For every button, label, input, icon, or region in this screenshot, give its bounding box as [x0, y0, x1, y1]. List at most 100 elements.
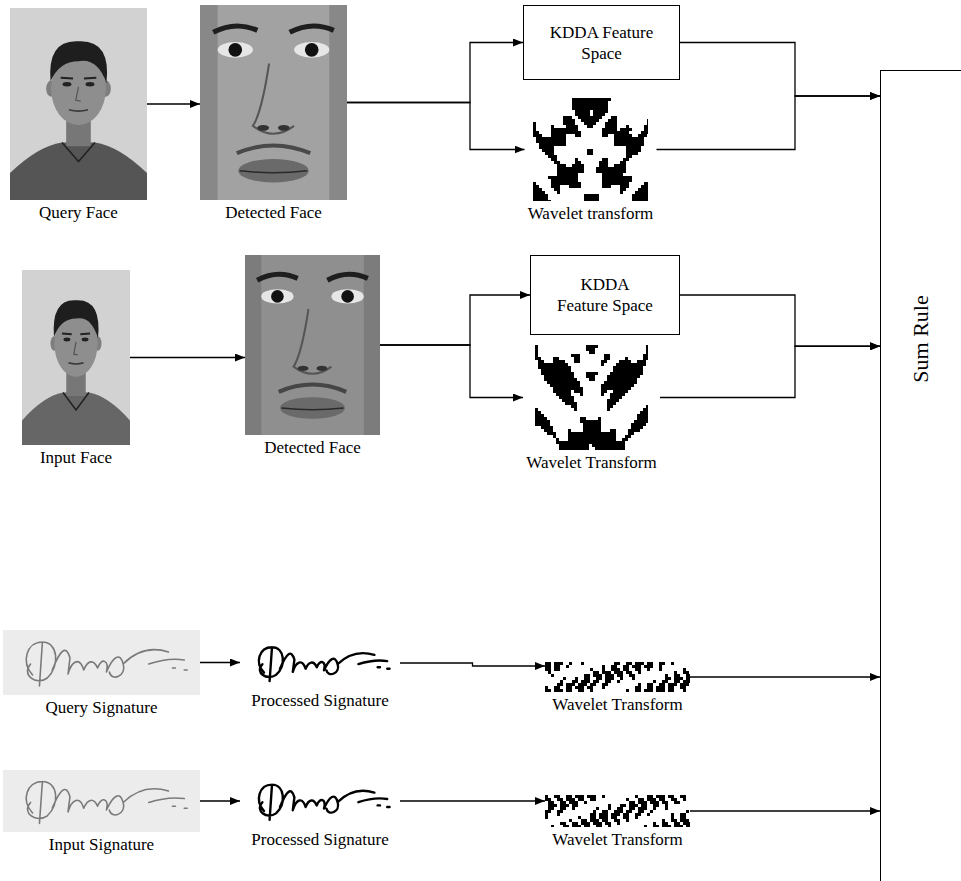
wavelet-pixel	[607, 402, 610, 405]
wavelet-pixel	[560, 680, 563, 683]
wavelet-pixel	[614, 662, 617, 665]
wavelet-pixel	[650, 665, 653, 668]
wavelet-pixel	[556, 441, 559, 444]
wavelet-pixel	[557, 179, 560, 182]
wavelet-pixel	[578, 182, 581, 185]
wavelet-pixel	[620, 188, 623, 191]
wavelet-pixel	[610, 387, 613, 390]
wavelet-pixel	[560, 662, 563, 665]
wavelet-pixel	[557, 665, 560, 668]
wavelet-pixel	[671, 662, 674, 665]
wavelet-pixel	[626, 176, 629, 179]
wavelet-pixel	[572, 822, 575, 825]
wavelet-pixel	[575, 185, 578, 188]
connector-arrow	[690, 810, 880, 811]
wavelet-pixel	[629, 137, 632, 140]
wavelet-pixel	[563, 825, 566, 827]
wavelet-pixel	[611, 668, 614, 671]
wavelet-pixel	[620, 143, 623, 146]
connector-arrow	[147, 103, 200, 104]
wavelet-pixel	[590, 197, 593, 200]
wavelet-pixel	[620, 804, 623, 807]
wavelet-pixel	[574, 447, 577, 450]
wavelet-pixel	[595, 435, 598, 438]
wavelet-pixel	[665, 804, 668, 807]
wavelet-pixel	[605, 134, 608, 137]
art-group	[535, 345, 648, 450]
wavelet-pixel	[620, 191, 623, 194]
wavelet-pixel	[550, 381, 553, 384]
wavelet-pixel	[581, 164, 584, 167]
wavelet-pixel	[662, 801, 665, 804]
wavelet-pixel	[629, 134, 632, 137]
wavelet-pixel	[626, 671, 629, 674]
wavelet-pixel	[554, 161, 557, 164]
wavelet-pixel	[581, 689, 584, 692]
wavelet-pixel	[548, 176, 551, 179]
wavelet-pixel	[635, 668, 638, 671]
shirt	[10, 142, 147, 200]
signature-scan-art	[3, 630, 200, 695]
wavelet-pixel	[580, 447, 583, 450]
wavelet-pixel	[568, 375, 571, 378]
wavelet-pixel	[647, 662, 650, 665]
wavelet-pixel	[545, 200, 548, 201]
wavelet-pixel	[569, 683, 572, 686]
wavelet-pixel	[565, 396, 568, 399]
wavelet-pixel	[580, 438, 583, 441]
wavelet-pixel	[535, 417, 538, 420]
wavelet-pixel	[622, 441, 625, 444]
wavelet-pixel	[620, 185, 623, 188]
wavelet-pixel	[601, 360, 604, 363]
wavelet-pixel	[560, 798, 563, 801]
wavelet-pixel	[575, 131, 578, 134]
wavelet-pixel	[610, 372, 613, 375]
wavelet-pixel	[619, 441, 622, 444]
wavelet-pixel	[571, 405, 574, 408]
wavelet-pixel	[607, 408, 610, 411]
wavelet-pixel	[647, 119, 648, 122]
connector-arrow	[200, 800, 240, 801]
wavelet-pixel	[577, 357, 580, 360]
wavelet-pixel	[644, 200, 647, 201]
wavelet-pixel	[575, 104, 578, 107]
wavelet-pixel	[626, 149, 629, 152]
wavelet-pixel	[563, 170, 566, 173]
wavelet-pixel	[596, 677, 599, 680]
wavelet-pixel	[535, 354, 538, 357]
wavelet-pixel	[550, 366, 553, 369]
wavelet-pixel	[578, 116, 581, 119]
wavelet-pixel	[535, 357, 538, 360]
wavelet-pixel	[559, 390, 562, 393]
wavelet-pixel	[619, 384, 622, 387]
wavelet-pixel	[659, 662, 662, 665]
wavelet-pixel	[536, 137, 539, 140]
wavelet-pixel	[577, 441, 580, 444]
wavelet-pixel	[638, 798, 641, 801]
processed-signature: Processed Signature	[240, 638, 400, 711]
wavelet-pixel	[557, 810, 560, 813]
wavelet-pixel	[569, 173, 572, 176]
wavelet-pixel	[616, 363, 619, 366]
wavelet-pixel	[605, 110, 608, 113]
wavelet-pixel	[590, 819, 593, 822]
wavelet-pixel	[644, 191, 647, 194]
wavelet-pixel	[640, 366, 643, 369]
wavelet-pixel	[637, 369, 640, 372]
wavelet-pixel	[589, 372, 592, 375]
wavelet-pixel	[605, 680, 608, 683]
wavelet-pixel	[608, 170, 611, 173]
wavelet-pixel	[556, 393, 559, 396]
wavelet-pixel	[650, 689, 653, 692]
query-face-photo: Query Face	[10, 8, 147, 223]
wavelet-pixel	[571, 447, 574, 450]
wavelet-pixel	[611, 167, 614, 170]
wavelet-pixel	[556, 390, 559, 393]
wavelet-pixel	[590, 686, 593, 689]
wavelet-pixel	[641, 137, 644, 140]
wavelet-pixel	[599, 674, 602, 677]
wavelet-pixel	[638, 671, 641, 674]
wavelet-pixel	[634, 381, 637, 384]
nostril	[278, 125, 290, 131]
wavelet-pixel	[560, 807, 563, 810]
